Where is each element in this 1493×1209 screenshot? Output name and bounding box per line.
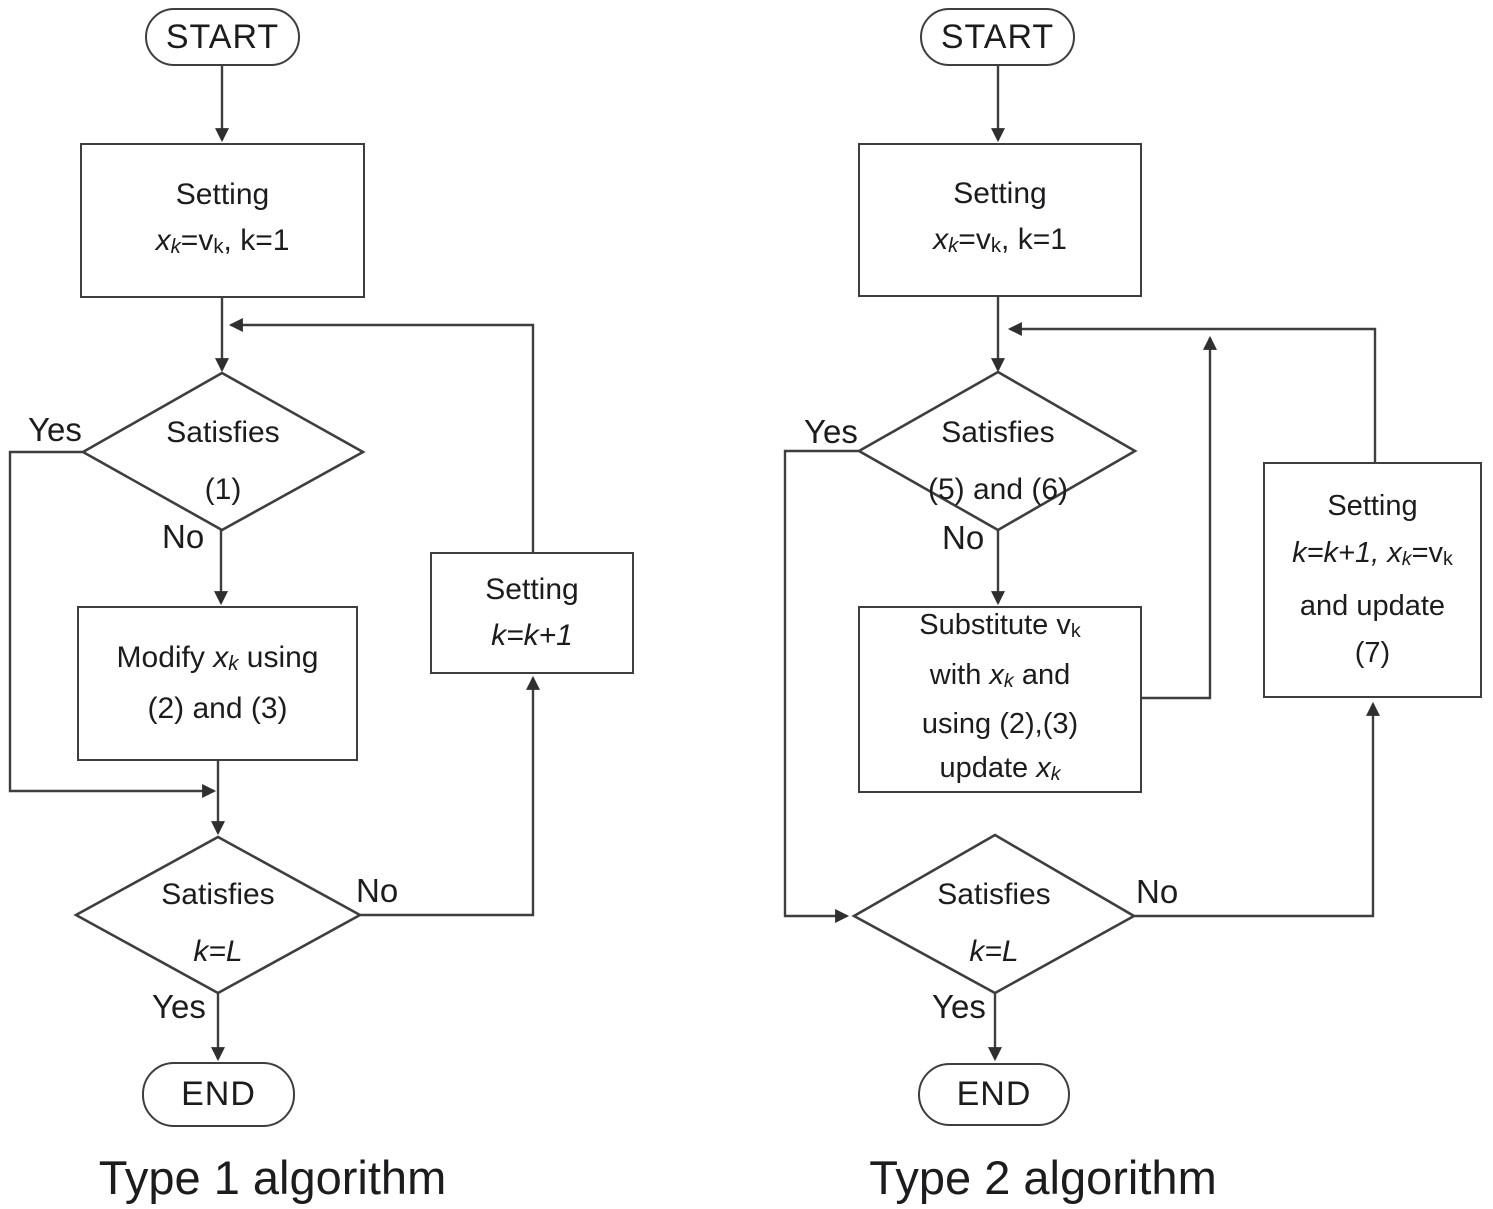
edge-substitute-loop-right: [1141, 335, 1217, 700]
modify-box-line2: (2) and (3): [147, 692, 288, 726]
decision1-no-label-left: No: [162, 518, 205, 555]
edge-decision2-no-left: [360, 675, 540, 917]
update-box-line3: and update: [1299, 589, 1446, 622]
setting-box-left-line1: Setting: [175, 177, 270, 211]
increment-box-line1: Setting: [485, 573, 579, 606]
edge-decision1-yes-left: [8, 450, 217, 798]
increment-box-left: Setting k=k+1: [430, 552, 634, 674]
decision2-shape-left: [73, 835, 363, 995]
substitute-box-line2: with xk and: [929, 658, 1071, 692]
setting-box-right-line1: Setting: [953, 177, 1047, 211]
edge-decision1-yes-right: [783, 449, 859, 923]
setting-box-left: Setting xk=vk, k=1: [80, 143, 365, 298]
update-box-line2: k=k+1, xk=vk: [1292, 537, 1453, 570]
start-label-left: START: [165, 17, 280, 56]
decision1-no-label-right: No: [942, 519, 985, 556]
end-terminal-left: END: [142, 1062, 295, 1127]
decision1-yes-label-left: Yes: [28, 411, 82, 448]
substitute-box-line1: Substitute vk: [919, 608, 1081, 642]
decision1-yes-label-right: Yes: [804, 413, 858, 450]
caption-type2: Type 2 algorithm: [869, 1151, 1217, 1204]
update-box-line1: Setting: [1327, 490, 1418, 523]
decision1-shape-right: [856, 370, 1138, 532]
start-terminal-left: START: [145, 8, 300, 66]
update-box-right: Setting k=k+1, xk=vk and update (7): [1263, 462, 1482, 698]
decision2-yes-label-right: Yes: [932, 988, 986, 1025]
setting-box-right-line2: xk=vk, k=1: [933, 223, 1067, 257]
increment-box-line2: k=k+1: [491, 619, 573, 652]
decision2-no-label-right: No: [1136, 873, 1179, 910]
modify-box-left: Modify xk using (2) and (3): [77, 606, 358, 761]
substitute-box-line3: using (2),(3): [921, 708, 1079, 741]
decision2-no-label-left: No: [356, 872, 399, 909]
setting-box-left-line2: xk=vk, k=1: [155, 223, 290, 258]
end-label-right: END: [956, 1075, 1032, 1113]
end-label-left: END: [181, 1075, 256, 1113]
caption-type1: Type 1 algorithm: [98, 1151, 447, 1204]
modify-box-line1: Modify xk using: [116, 640, 319, 675]
start-label-right: START: [940, 17, 1055, 56]
edge-decision2-no-right: [1134, 701, 1380, 918]
edge-increment-feedback-left: [228, 318, 535, 552]
substitute-box-right: Substitute vk with xk and using (2),(3) …: [858, 606, 1142, 793]
update-box-line4: (7): [1354, 636, 1391, 669]
substitute-box-line4: update xk: [939, 752, 1061, 786]
setting-box-right: Setting xk=vk, k=1: [858, 143, 1142, 297]
decision1-shape-left: [80, 371, 366, 532]
decision2-shape-right: [851, 833, 1137, 995]
start-terminal-right: START: [920, 8, 1075, 66]
edge-update-feedback-right: [1007, 322, 1377, 462]
end-terminal-right: END: [918, 1063, 1070, 1126]
decision2-yes-label-left: Yes: [152, 988, 206, 1025]
